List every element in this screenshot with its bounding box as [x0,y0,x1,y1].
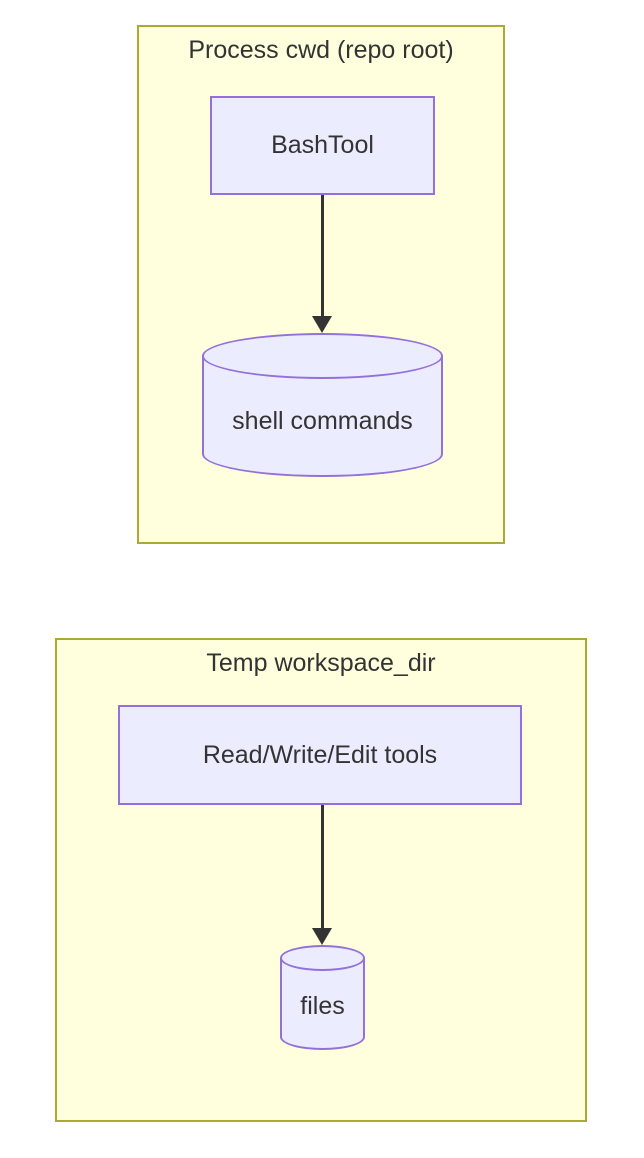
cylinder-body [280,958,365,1050]
subgraph-title-process-cwd: Process cwd (repo root) [188,36,454,64]
node-shell-commands-label: shell commands [232,406,413,435]
node-files: files [280,945,365,1050]
node-read-write-edit-tools: Read/Write/Edit tools [118,705,522,805]
node-bashtool-label: BashTool [271,131,374,159]
node-bashtool: BashTool [210,96,435,195]
arrow-bashtool-to-shell-commands [311,195,333,333]
cylinder-top [202,333,443,379]
node-shell-commands: shell commands [202,333,443,477]
arrow-rwe-tools-to-files [311,805,333,945]
arrowhead-icon [312,928,332,945]
arrowhead-icon [312,316,332,333]
arrow-line [320,805,324,928]
arrow-line [320,195,324,316]
node-read-write-edit-tools-label: Read/Write/Edit tools [202,740,438,769]
node-files-label: files [300,992,345,1020]
cylinder-top [280,945,365,971]
subgraph-title-temp-workspace-dir: Temp workspace_dir [206,649,436,677]
